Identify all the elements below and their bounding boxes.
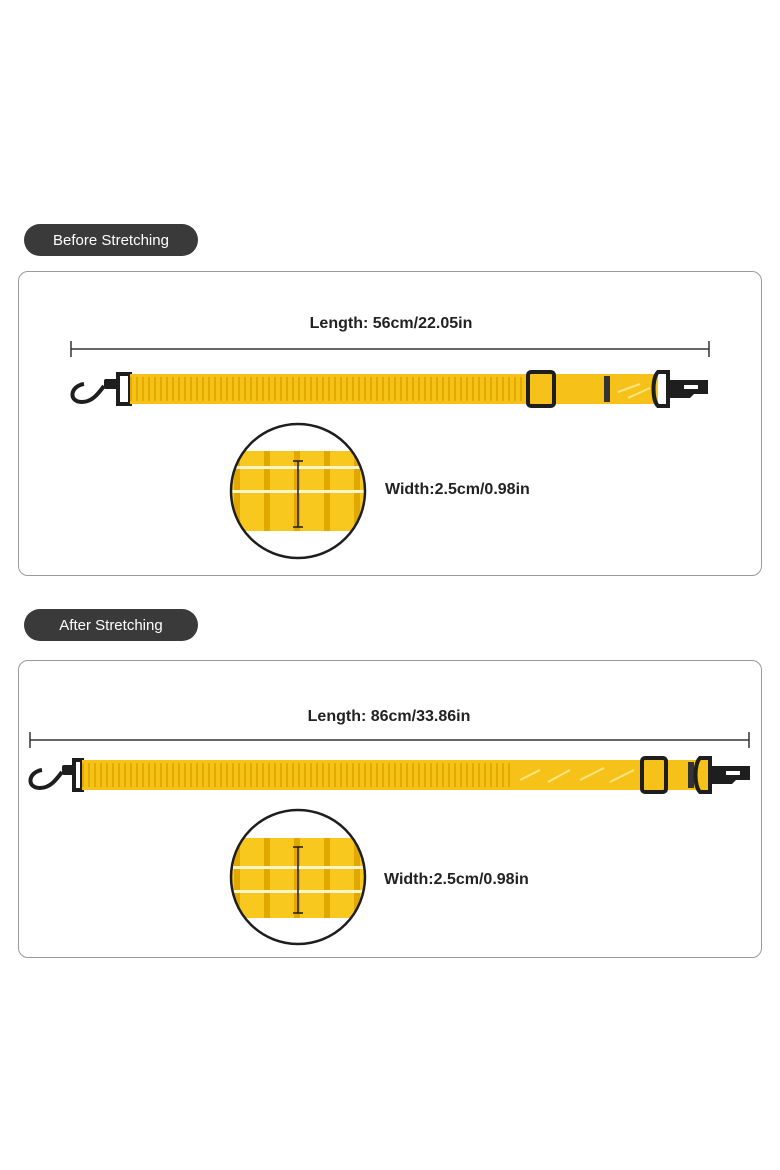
after-width-label: Width:2.5cm/0.98in	[384, 871, 529, 888]
before-length-label: Length: 56cm/22.05in	[309, 315, 473, 332]
before-stretching-badge: Before Stretching	[24, 224, 198, 256]
after-stretching-label: After Stretching	[59, 616, 163, 634]
after-width-closeup	[229, 808, 367, 946]
before-stretching-panel: Length: 56cm/22.05in Width:2.5cm/0.98in	[18, 271, 762, 576]
after-stretching-panel: Length: 86cm/33.86in Width:2.5cm/0.98in	[18, 660, 762, 958]
before-stretching-label: Before Stretching	[53, 231, 169, 249]
snap-hook-icon	[28, 758, 84, 792]
after-stretching-badge: After Stretching	[24, 609, 198, 641]
before-width-closeup	[229, 422, 367, 560]
before-width-label: Width:2.5cm/0.98in	[385, 481, 530, 498]
before-length-dimension-line	[70, 341, 710, 357]
slide-buckle-icon	[640, 756, 668, 794]
slide-buckle-icon	[526, 370, 556, 408]
after-leash	[28, 756, 750, 794]
after-length-label: Length: 86cm/33.86in	[307, 708, 471, 725]
before-leash	[70, 370, 708, 408]
seatbelt-clip-icon	[693, 756, 750, 794]
after-length-dimension-line	[29, 732, 750, 748]
snap-hook-icon	[70, 372, 132, 406]
seatbelt-clip-icon	[651, 370, 708, 408]
